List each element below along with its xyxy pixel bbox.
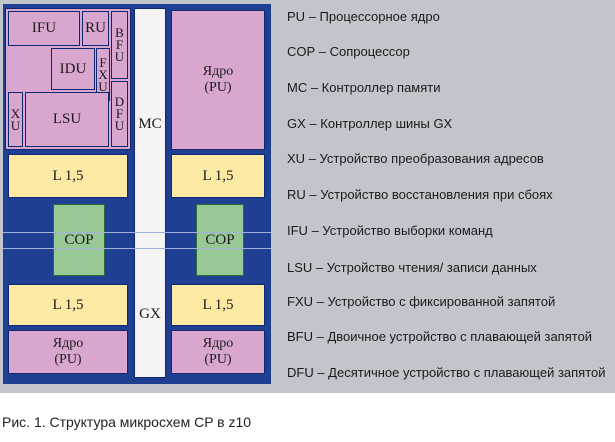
legend-text: – Процессорное ядро: [308, 9, 440, 24]
controller-column: [134, 8, 166, 378]
core-title: Ядро: [52, 336, 84, 351]
legend-text: – Устройство чтения/ записи данных: [315, 260, 537, 275]
block-dfu-letter: U: [114, 118, 125, 133]
core-bottom-left: Ядро (PU): [8, 330, 128, 374]
block-dfu-letter: F: [115, 106, 124, 121]
legend-text: – Устройство восстановления при сбоях: [309, 187, 553, 202]
core-title: Ядро: [202, 336, 234, 351]
legend-item: COP – Сопроцессор: [287, 42, 615, 62]
cop-label: COP: [64, 231, 94, 248]
block-fxu-letter: F: [99, 54, 107, 70]
label-gx: GX: [134, 304, 166, 324]
legend-text: – Контроллер памяти: [310, 80, 441, 95]
legend-item: MC – Контроллер памяти: [287, 78, 615, 98]
legend-abbr: PU: [287, 9, 306, 24]
cache-l15-bottom-left: L 1,5: [8, 284, 128, 326]
block-bfu-letter: U: [114, 49, 125, 64]
cache-l15-top-right: L 1,5: [171, 154, 265, 198]
core-subtitle: (PU): [204, 352, 232, 367]
cp-chip: IFU RU B F U IDU F X U D F U X U LSU L 1…: [3, 4, 271, 384]
core-title: Ядро: [202, 64, 234, 79]
legend-item: DFU – Десятичное устройство с плавающей …: [287, 363, 615, 383]
block-lsu: LSU: [25, 92, 109, 147]
cop-right: COP: [196, 204, 244, 276]
legend-abbr: LSU: [287, 260, 313, 275]
block-xu: X U: [8, 92, 23, 147]
legend: PU – Процессорное ядро COP – Сопроцессор…: [287, 0, 615, 393]
block-dfu-letter: D: [114, 94, 125, 109]
cache-label: L 1,5: [52, 167, 84, 184]
legend-abbr: MC: [287, 80, 308, 95]
block-fxu-letter: X: [98, 66, 108, 82]
legend-text: – Устройство с фиксированной запятой: [316, 294, 556, 309]
block-idu: IDU: [51, 48, 95, 90]
legend-item: BFU – Двоичное устройство с плавающей за…: [287, 327, 615, 347]
block-ru: RU: [82, 11, 109, 46]
block-fxu: F X U: [96, 48, 110, 101]
core-bottom-right: Ядро (PU): [171, 330, 265, 374]
bus-line: [3, 248, 271, 249]
block-xu-letter: X: [10, 105, 21, 121]
legend-abbr: XU: [287, 151, 306, 166]
mc-label: MC: [138, 115, 162, 132]
legend-text: – Контроллер шины GX: [309, 116, 453, 131]
legend-item: RU – Устройство восстановления при сбоях: [287, 185, 615, 205]
legend-item: LSU – Устройство чтения/ записи данных: [287, 258, 615, 278]
legend-abbr: IFU: [287, 223, 308, 238]
block-ifu-label: IFU: [31, 20, 57, 36]
block-bfu-letter: B: [115, 25, 124, 40]
core-top-right: Ядро (PU): [171, 10, 265, 150]
legend-text: – Сопроцессор: [318, 44, 410, 59]
block-lsu-label: LSU: [52, 111, 82, 127]
block-bfu: B F U: [111, 11, 128, 79]
cache-label: L 1,5: [202, 296, 234, 313]
block-idu-label: IDU: [59, 60, 87, 77]
legend-item: PU – Процессорное ядро: [287, 7, 615, 27]
legend-abbr: FXU: [287, 294, 313, 309]
cop-label: COP: [205, 231, 235, 248]
gx-label: GX: [139, 305, 161, 322]
diagram-panel: IFU RU B F U IDU F X U D F U X U LSU L 1…: [0, 0, 615, 393]
core-subtitle: (PU): [54, 352, 82, 367]
legend-text: – Двоичное устройство с плавающей запято…: [316, 329, 593, 344]
block-dfu: D F U: [111, 81, 128, 147]
block-ifu: IFU: [8, 11, 80, 46]
block-xu-letter: U: [10, 117, 21, 133]
legend-text: – Устройство выборки команд: [311, 223, 493, 238]
legend-item: GX – Контроллер шины GX: [287, 114, 615, 134]
legend-text: – Устройство преобразования адресов: [308, 151, 544, 166]
legend-item: XU – Устройство преобразования адресов: [287, 149, 615, 169]
legend-abbr: BFU: [287, 329, 313, 344]
bus-line: [3, 232, 271, 233]
legend-item: IFU – Устройство выборки команд: [287, 221, 615, 241]
block-bfu-letter: F: [115, 37, 124, 52]
legend-text: – Десятичное устройство с плавающей запя…: [317, 365, 606, 380]
legend-abbr: COP: [287, 44, 316, 59]
core-subtitle: (PU): [204, 80, 232, 95]
label-mc: MC: [134, 114, 166, 134]
cache-l15-bottom-right: L 1,5: [171, 284, 265, 326]
legend-item: FXU – Устройство с фиксированной запятой: [287, 292, 615, 312]
cache-label: L 1,5: [202, 167, 234, 184]
cache-l15-top-left: L 1,5: [8, 154, 128, 198]
cop-left: COP: [53, 204, 105, 276]
figure-caption: Рис. 1. Структура микросхем CP в z10: [2, 414, 252, 430]
legend-abbr: RU: [287, 187, 306, 202]
legend-abbr: DFU: [287, 365, 314, 380]
legend-abbr: GX: [287, 116, 306, 131]
block-ru-label: RU: [85, 20, 106, 36]
cache-label: L 1,5: [52, 296, 84, 313]
block-fxu-letter: U: [98, 78, 108, 94]
